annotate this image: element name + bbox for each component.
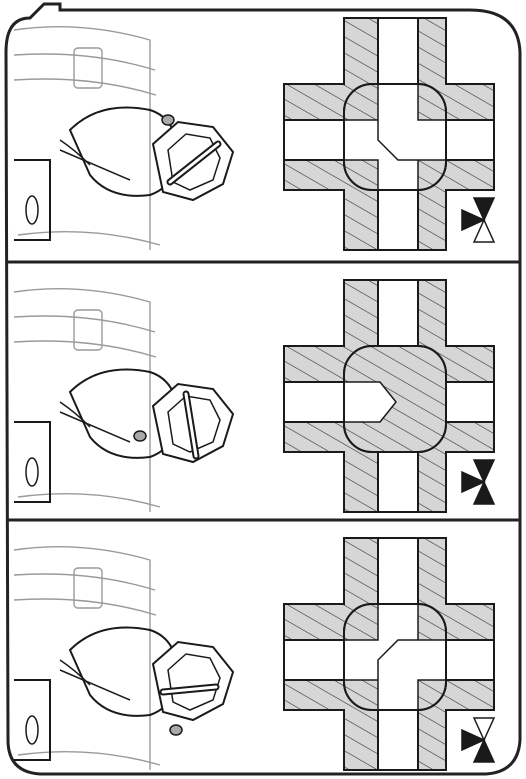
housing-clip <box>73 47 103 89</box>
valve-symbol <box>461 717 496 763</box>
valve-position-panel-2 <box>13 279 496 513</box>
position-indicator-pin <box>133 430 147 442</box>
valve-position-panel-1 <box>13 17 496 251</box>
position-indicator-pin <box>161 114 175 126</box>
filter-housing-illustration <box>13 287 235 512</box>
mounting-hole <box>25 715 39 745</box>
symbol-port-left <box>461 208 486 232</box>
valve-symbol <box>461 197 496 243</box>
flow-passage <box>377 83 447 161</box>
hose-fitting <box>59 669 131 701</box>
valve-rotor-outline <box>343 345 447 453</box>
valve-symbol <box>461 459 496 505</box>
valve-cross-section <box>283 537 495 771</box>
housing-bracket <box>14 421 51 503</box>
housing-outline <box>13 545 151 770</box>
symbol-port-top <box>472 459 496 484</box>
valve-knob-face <box>167 133 221 191</box>
symbol-port-left <box>461 470 486 494</box>
position-indicator-pin <box>169 724 183 736</box>
filter-housing-illustration <box>13 545 235 770</box>
housing-bracket <box>14 159 51 241</box>
mounting-hole <box>25 195 39 225</box>
symbol-port-bottom <box>472 738 496 763</box>
symbol-port-left <box>461 728 486 752</box>
housing-bracket <box>14 679 51 761</box>
housing-clip <box>73 567 103 609</box>
callout-frame <box>4 2 522 776</box>
valve-cross-section <box>283 17 495 251</box>
symbol-port-top <box>472 197 496 222</box>
housing-outline <box>13 25 151 250</box>
symbol-port-bottom <box>472 480 496 505</box>
valve-rotor-outline <box>343 603 447 711</box>
housing-clip <box>73 309 103 351</box>
filter-housing-illustration <box>13 25 235 250</box>
symbol-port-bottom <box>472 218 496 243</box>
valve-cross-section <box>283 279 495 513</box>
hose-fitting <box>59 149 131 181</box>
valve-knob-face <box>167 395 221 453</box>
valve-rotor-outline <box>343 83 447 191</box>
housing-outline <box>13 287 151 512</box>
valve-position-panel-3 <box>13 537 496 771</box>
mounting-hole <box>25 457 39 487</box>
hose-fitting <box>59 411 131 443</box>
symbol-port-top <box>472 717 496 742</box>
